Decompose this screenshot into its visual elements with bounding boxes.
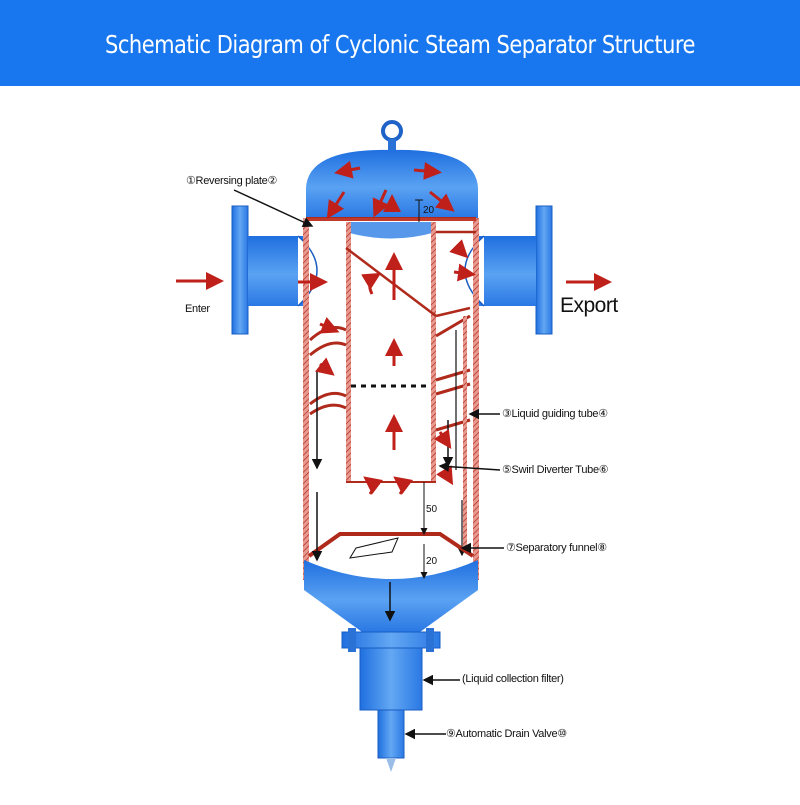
callout-leaders [233, 189, 504, 740]
lifting-lug [381, 120, 403, 153]
outlet-baffle [345, 230, 476, 318]
reversing-plate [346, 222, 436, 239]
steam-flow-arrows [176, 160, 612, 495]
dimension-middle-gap: 50 [426, 504, 438, 515]
liquid-guiding-tube [455, 316, 467, 557]
page-title: Schematic Diagram of Cyclonic Steam Sepa… [105, 30, 695, 59]
swirl-diverter-tube [346, 222, 436, 483]
bottom-cone [304, 560, 478, 632]
swirl-vanes [308, 314, 471, 432]
label-swirl-diverter-tube: ⑤Swirl Diverter Tube⑥ [502, 464, 609, 476]
vessel-shell [303, 217, 479, 580]
dimension-bottom-gap: 20 [426, 556, 438, 567]
label-export: Export [560, 294, 618, 317]
label-enter: Enter [185, 303, 210, 315]
label-automatic-drain-valve: ⑨Automatic Drain Valve⑩ [446, 728, 567, 740]
outlet-nozzle [464, 205, 553, 335]
label-separatory-funnel: ⑦Separatory funnel⑧ [506, 542, 607, 554]
label-liquid-guiding-tube: ③Liquid guiding tube④ [502, 408, 608, 420]
separatory-funnel [307, 532, 475, 559]
label-liquid-collection-filter: (Liquid collection filter) [462, 673, 564, 685]
separator-drawing [176, 120, 612, 772]
separator-diagram: ①Reversing plate② Enter Export ③Liquid g… [0, 86, 800, 800]
automatic-drain-valve-body [377, 709, 405, 772]
liquid-collection-filter-body [359, 647, 423, 711]
dimension-top-gap: 20 [423, 205, 435, 216]
dimension-lines [415, 199, 428, 579]
title-banner [0, 0, 800, 86]
label-reversing-plate: ①Reversing plate② [186, 175, 278, 187]
